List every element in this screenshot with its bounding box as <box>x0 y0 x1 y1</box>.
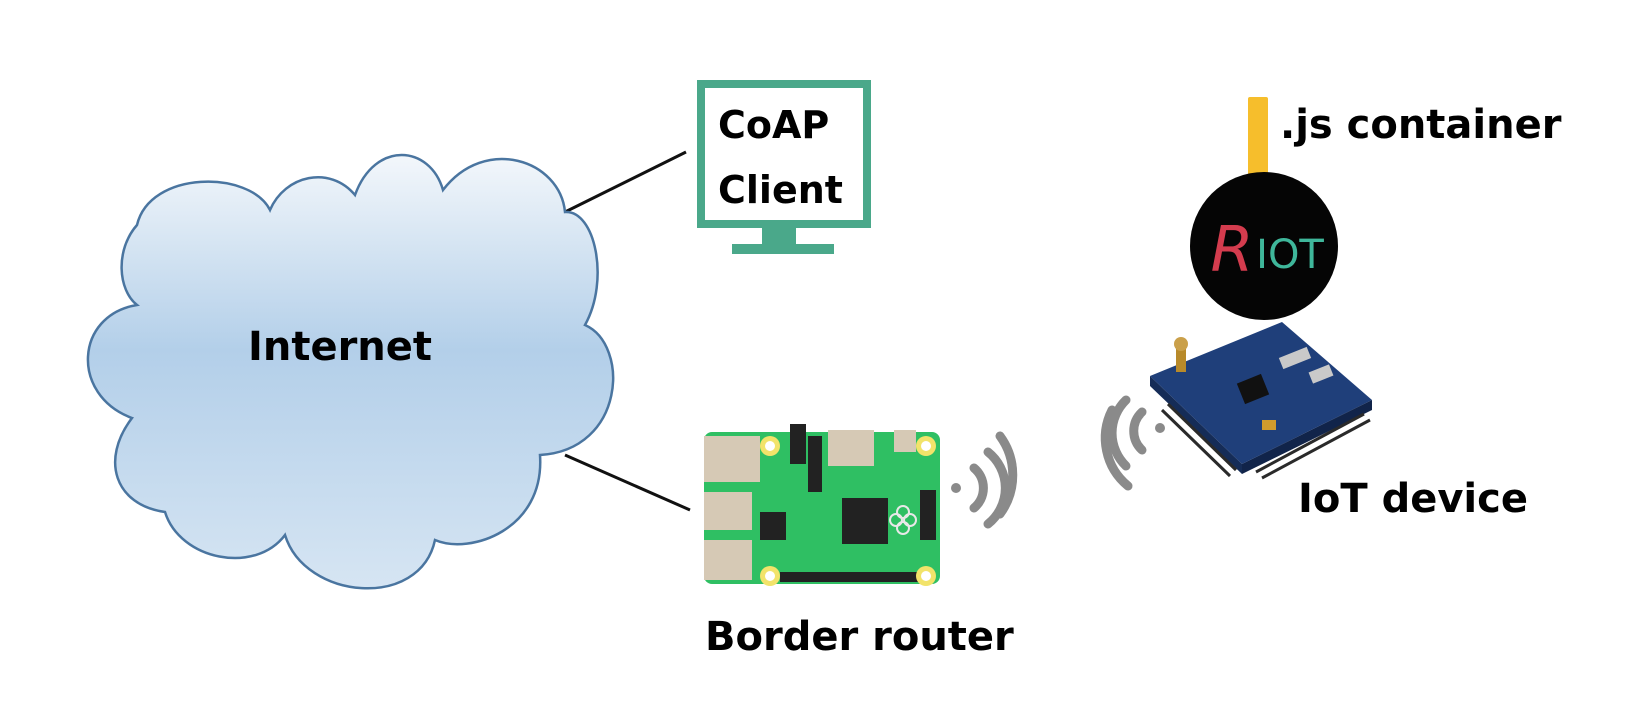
link-internet-router <box>564 453 691 512</box>
riot-logo-r: R <box>1210 213 1253 286</box>
coap-client-label-line2: Client <box>718 168 843 212</box>
js-container-label: .js container <box>1280 102 1562 148</box>
riot-os-logo: R IOT <box>1190 172 1338 320</box>
wifi-signal-icon <box>951 431 1018 529</box>
iot-board-icon <box>1150 322 1372 480</box>
iot-device-label: IoT device <box>1298 476 1528 522</box>
riot-logo-iot: IOT <box>1256 232 1324 278</box>
raspberry-logo-icon <box>889 505 917 535</box>
raspberry-pi-board-icon <box>704 424 940 586</box>
border-router-label: Border router <box>705 614 1014 660</box>
javascript-container-icon <box>1248 97 1268 189</box>
cloud-icon: Internet <box>86 153 615 590</box>
coap-client-label-line1: CoAP <box>718 103 829 147</box>
wifi-signal-icon <box>1100 395 1165 491</box>
link-internet-client <box>564 150 687 214</box>
internet-label: Internet <box>248 324 432 370</box>
monitor-icon: CoAP Client <box>697 80 871 254</box>
